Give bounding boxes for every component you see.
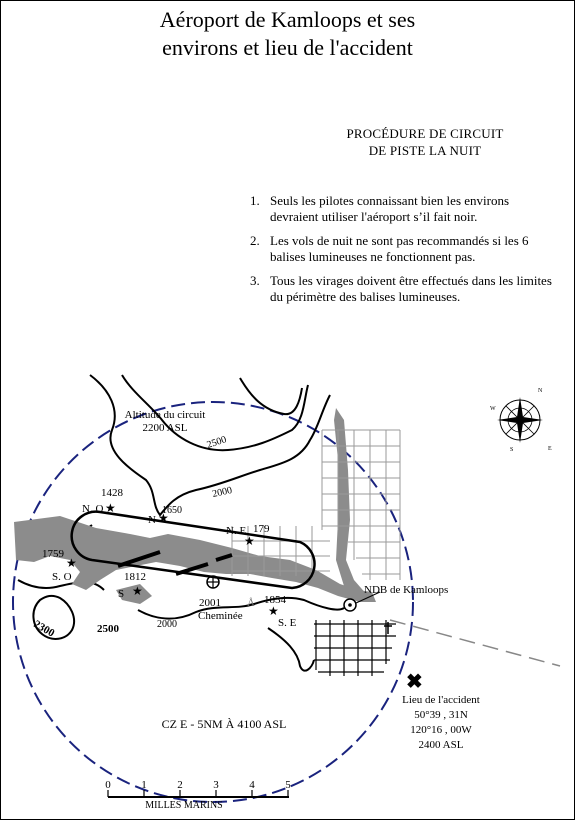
scale-tick-label: 2: [177, 779, 183, 791]
accident-latitude: 50°39 , 31N: [414, 709, 468, 721]
beacon-so-elevation: 1759: [42, 548, 65, 560]
compass-letter-e: E: [548, 446, 552, 452]
beacon-se-elevation: 1854: [264, 594, 287, 606]
beacon-s-elevation: 1812: [124, 571, 146, 583]
contour-line: [121, 374, 309, 452]
beacon-n-label: N: [148, 514, 156, 526]
circuit-altitude-label: Altitude du circuit: [125, 409, 206, 421]
procedure-heading: PROCÉDURE DE CIRCUIT DE PISTE LA NUIT: [300, 125, 550, 159]
contour-line: [89, 374, 331, 517]
compass-letter-n: N: [538, 388, 543, 394]
contour-label: 2000: [157, 619, 177, 630]
compass-point: [505, 405, 535, 435]
beacon-star-icon: ★: [158, 511, 169, 525]
accident-elevation: 2400 ASL: [419, 739, 464, 751]
procedure-rules: 1. Seuls les pilotes connaissant bien les…: [250, 193, 560, 313]
beacon-no-elevation: 1428: [101, 487, 124, 499]
accident-longitude: 120°16 , 00W: [410, 724, 472, 736]
river-branch: [334, 408, 368, 600]
scale-label: MILLES MARINS: [145, 800, 223, 811]
title-line-2: environs et lieu de l'accident: [162, 35, 413, 60]
beacon-ne-elevation: 179: [253, 523, 270, 535]
compass-point: [520, 417, 543, 423]
scale-bar: 0 1 2 3 4 5 MILLES MARINS: [105, 779, 291, 811]
map-labels: Altitude du circuit 2200 ASL 2500 2000 2…: [32, 409, 480, 751]
rule-item: 3. Tous les virages doivent être effectué…: [250, 273, 560, 305]
ndb-leader: [355, 591, 381, 604]
ndb-symbol: [343, 598, 357, 612]
contour-label: 2000: [211, 485, 233, 500]
runway: [117, 550, 233, 576]
compass-rose-icon: N E S W: [490, 388, 552, 453]
beacon-so-label: S. O: [52, 571, 72, 583]
night-circuit-pattern: [70, 510, 316, 590]
rule-text: Les vols de nuit ne sont pas recommandés…: [270, 233, 529, 264]
contour-line: [137, 596, 345, 620]
contour-label: 2500: [97, 623, 120, 635]
contour-line: [239, 377, 303, 416]
compass-point: [517, 420, 523, 443]
rule-number: 2.: [250, 233, 260, 248]
scale-tick-label: 5: [285, 779, 291, 791]
scale-tick-label: 4: [249, 779, 255, 791]
scale-tick-label: 0: [105, 779, 111, 791]
beacon-stars: ★ ★ ★ ★ ★ ★: [66, 501, 279, 618]
runway-segment: [215, 553, 233, 562]
beacon-star-icon: ★: [244, 534, 255, 548]
map-title: Aéroport de Kamloops et ses environs et …: [0, 6, 575, 62]
rule-item: 1. Seuls les pilotes connaissant bien les…: [250, 193, 560, 225]
chimney-icon: Å: [247, 597, 255, 609]
beacon-star-icon: ★: [268, 604, 279, 618]
title-line-1: Aéroport de Kamloops et ses: [159, 7, 416, 32]
accident-marker-icon: ✖: [406, 671, 423, 693]
river: [14, 516, 376, 602]
hill-contour: [32, 594, 76, 640]
river-branch: [116, 584, 152, 604]
runway-segment: [117, 550, 161, 568]
control-zone-circle: [12, 401, 414, 803]
beacon-s-label: S: [118, 588, 124, 600]
rule-text: Seuls les pilotes connaissant bien les e…: [270, 193, 510, 224]
compass-letter-w: W: [490, 406, 496, 412]
rule-number: 1.: [250, 193, 260, 208]
chimney-label: Cheminée: [198, 610, 243, 622]
city-grid: [231, 429, 401, 580]
runway-segment: [175, 562, 209, 576]
procedure-heading-line-2: DE PISTE LA NUIT: [368, 143, 482, 158]
beacon-se-label: S. E: [278, 617, 297, 629]
procedure-heading-line-1: PROCÉDURE DE CIRCUIT: [346, 126, 504, 141]
compass-point: [497, 417, 520, 423]
contour-line: [267, 627, 315, 672]
rule-text: Tous les virages doivent être effectués …: [270, 273, 552, 304]
ndb-ring: [343, 598, 357, 612]
circuit-altitude-value: 2200 ASL: [143, 422, 188, 434]
rule-item: 2. Les vols de nuit ne sont pas recommand…: [250, 233, 560, 265]
beacon-ne-label: N. E: [226, 525, 246, 537]
ndb-center: [348, 603, 352, 607]
ndb-label: NDB de Kamloops: [364, 584, 448, 596]
beacon-star-icon: ★: [132, 584, 143, 598]
compass-point: [517, 397, 523, 420]
accident-label: Lieu de l'accident: [402, 694, 480, 706]
city-grid-south: [314, 620, 396, 676]
scale-tick-label: 1: [141, 779, 147, 791]
beacon-star-icon: ★: [105, 501, 116, 515]
contour-label: 2500: [206, 434, 228, 451]
airport-symbol: [206, 575, 220, 589]
compass-letter-s: S: [510, 447, 513, 453]
beacon-no-label: N. O: [82, 503, 103, 515]
chimney-elevation: 2001: [199, 597, 221, 609]
approach-line: [389, 619, 561, 667]
beacon-star-icon: ★: [66, 556, 77, 570]
beacon-n-elevation: 1650: [162, 505, 182, 516]
control-zone-label: CZ E - 5NM À 4100 ASL: [162, 717, 287, 731]
rule-number: 3.: [250, 273, 260, 288]
scale-tick-label: 3: [213, 779, 219, 791]
